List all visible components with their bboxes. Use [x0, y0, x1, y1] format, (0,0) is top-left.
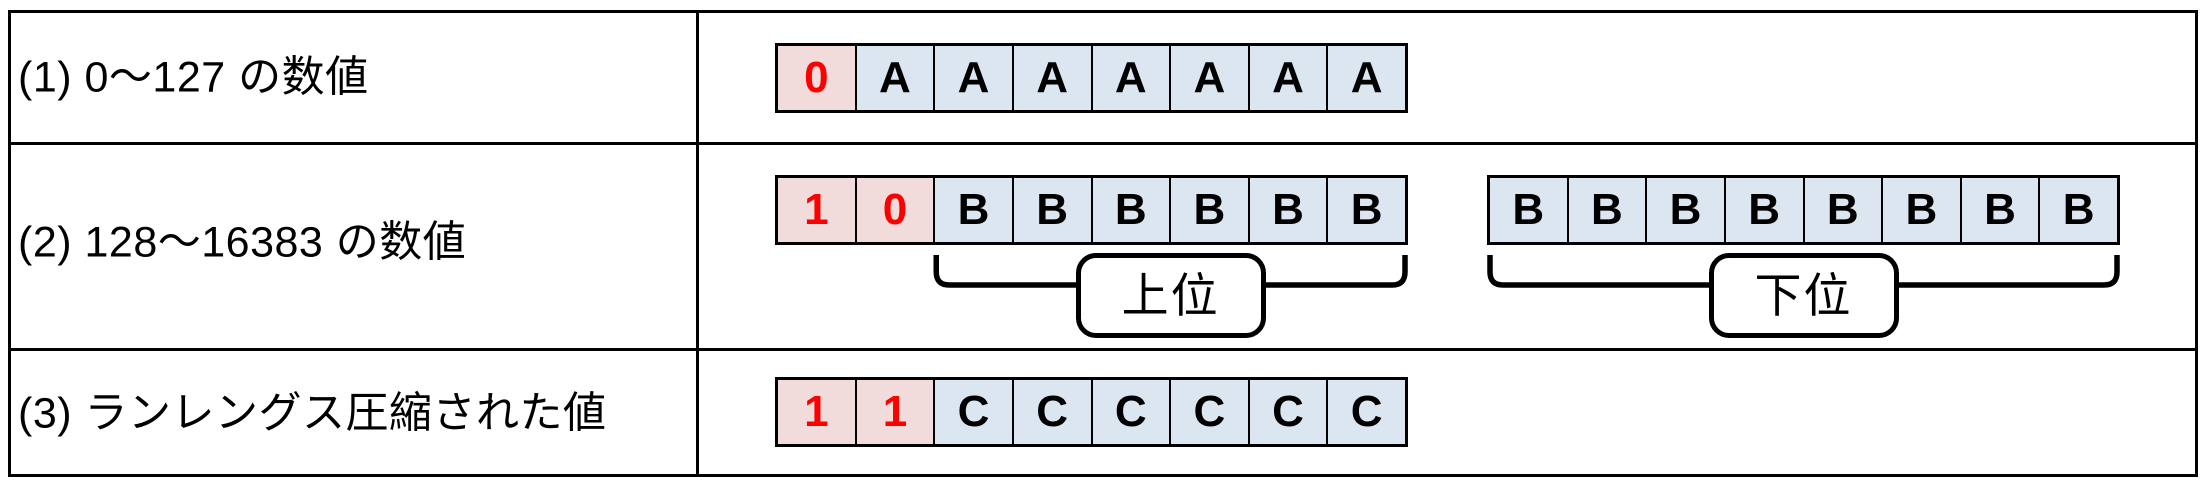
- data-bit-cell: B: [1723, 178, 1803, 242]
- data-bit-cell: B: [1645, 178, 1724, 242]
- data-bit-cell: C: [1090, 380, 1170, 444]
- row-label-1: (1) 0～127 の数値: [18, 53, 369, 102]
- data-bit-cell: B: [1881, 178, 1960, 242]
- row-divider-2: [8, 348, 2198, 351]
- row-divider-1: [8, 142, 2198, 145]
- data-bit-cell: C: [1169, 380, 1248, 444]
- data-bit-cell: B: [1490, 178, 1567, 242]
- flag-bit-cell: 0: [778, 46, 855, 110]
- data-bit-cell: B: [1169, 178, 1248, 242]
- data-bit-cell: A: [933, 46, 1012, 110]
- data-bit-cell: C: [1247, 380, 1327, 444]
- data-bit-cell: A: [1326, 46, 1405, 110]
- data-bit-cell: B: [1090, 178, 1170, 242]
- data-bit-cell: B: [933, 178, 1012, 242]
- data-bit-cell: B: [1959, 178, 2039, 242]
- data-bit-cell: A: [1247, 46, 1327, 110]
- data-bit-cell: C: [933, 380, 1012, 444]
- data-bit-cell: B: [1802, 178, 1882, 242]
- row-label-2: (2) 128～16383 の数値: [18, 218, 467, 267]
- flag-bit-cell: 0: [854, 178, 934, 242]
- data-bit-cell: C: [1011, 380, 1091, 444]
- flag-bit-cell: 1: [778, 380, 855, 444]
- data-bit-cell: A: [1090, 46, 1170, 110]
- brace-label: 下位: [1708, 253, 1899, 338]
- data-bit-cell: A: [1011, 46, 1091, 110]
- column-divider: [696, 10, 699, 477]
- data-bit-cell: B: [1566, 178, 1646, 242]
- flag-bit-cell: 1: [854, 380, 934, 444]
- table-frame: [8, 10, 2198, 477]
- data-bit-cell: A: [1169, 46, 1248, 110]
- row-label-3: (3) ランレングス圧縮された値: [18, 389, 607, 438]
- data-bit-cell: C: [1326, 380, 1405, 444]
- flag-bit-cell: 1: [778, 178, 855, 242]
- data-bit-cell: B: [2038, 178, 2117, 242]
- data-bit-cell: B: [1011, 178, 1091, 242]
- data-bit-cell: B: [1247, 178, 1327, 242]
- data-bit-cell: B: [1326, 178, 1405, 242]
- data-bit-cell: A: [854, 46, 934, 110]
- brace-label: 上位: [1075, 253, 1266, 338]
